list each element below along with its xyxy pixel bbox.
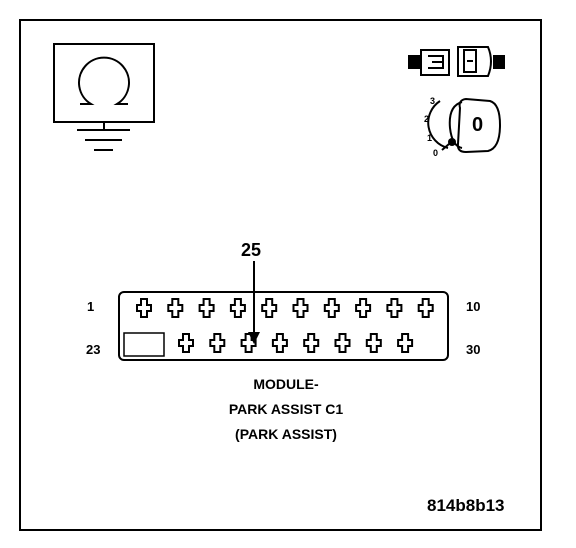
pin-label-first-bottom: 23	[86, 342, 101, 357]
connector-disconnected-icon	[408, 46, 505, 77]
cavity-bottom-6	[334, 333, 351, 353]
cavity-bottom-5	[303, 333, 320, 353]
cavity-top-3	[198, 298, 215, 318]
cavity-top-1	[136, 298, 152, 318]
ignition-position-3: 3	[430, 96, 436, 106]
caption-line-2: PARK ASSIST C1	[228, 401, 344, 417]
cavity-top-5	[261, 298, 278, 318]
ignition-key-off-icon	[427, 97, 502, 154]
cavity-bottom-7	[365, 333, 382, 353]
ignition-position-0: 0	[433, 148, 439, 158]
ignition-key-label: 0	[472, 114, 484, 136]
caption-line-3: (PARK ASSIST)	[235, 426, 337, 442]
cavity-top-9	[386, 298, 403, 318]
cavity-top-4	[229, 298, 246, 318]
ignition-position-2: 2	[424, 114, 430, 124]
cavity-top-8	[355, 298, 372, 318]
cavity-bottom-2	[209, 333, 226, 353]
highlighted-cavity-number: 25	[241, 240, 262, 260]
diagram-code: 814b8b13	[427, 496, 505, 515]
connector-cavities	[136, 298, 434, 353]
cavity-top-10	[417, 298, 434, 318]
ignition-position-1: 1	[427, 133, 433, 143]
ground-symbol-icon	[77, 122, 130, 151]
ohmmeter-icon	[53, 43, 155, 123]
cavity-top-2	[167, 298, 184, 318]
pin-label-last-bottom: 30	[466, 342, 481, 357]
cavity-bottom-1	[178, 333, 194, 353]
connector-housing	[118, 291, 449, 361]
diagram-frame	[19, 19, 542, 531]
blocked-cavity	[123, 332, 165, 357]
cavity-bottom-3	[240, 333, 257, 353]
pin-label-first-top: 1	[87, 299, 95, 314]
cavity-pointer-arrow	[248, 261, 260, 344]
pin-label-last-top: 10	[466, 299, 481, 314]
caption-line-1: MODULE-	[253, 376, 319, 392]
cavity-bottom-4	[271, 333, 288, 353]
cavity-bottom-8	[397, 333, 414, 353]
cavity-top-6	[292, 298, 309, 318]
cavity-top-7	[323, 298, 340, 318]
